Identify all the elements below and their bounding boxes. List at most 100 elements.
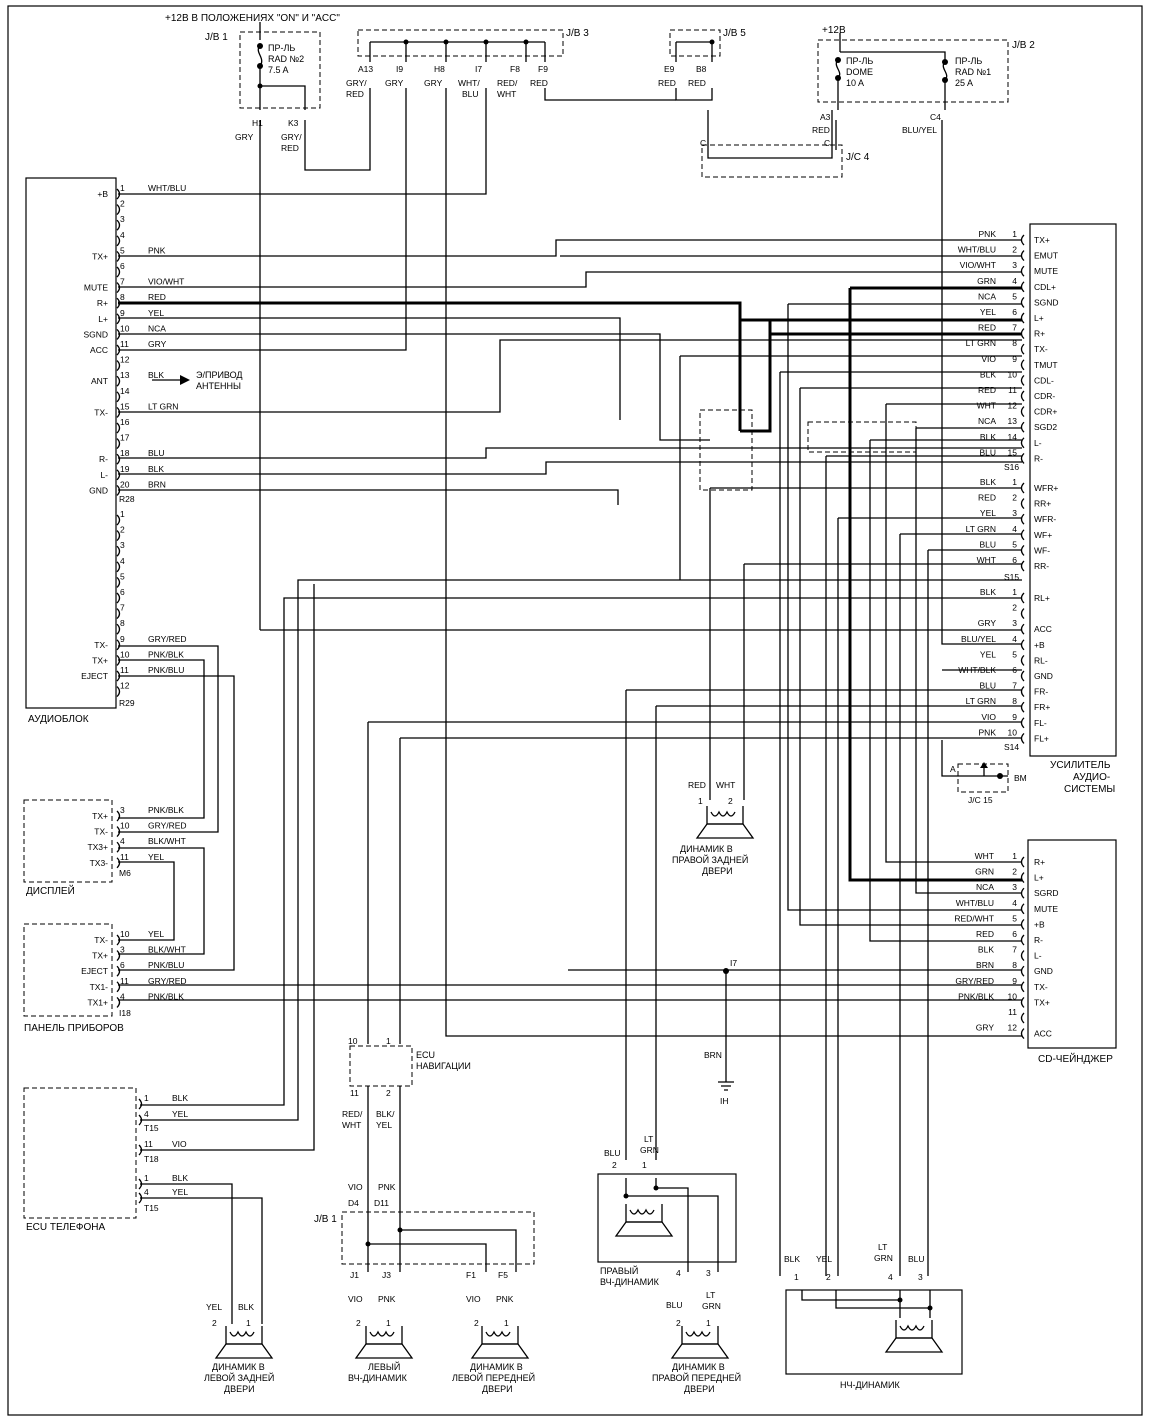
svg-text:E9: E9 bbox=[664, 64, 675, 74]
cd-pin-function: +B bbox=[1034, 919, 1045, 929]
svg-text:10 A: 10 A bbox=[846, 78, 864, 88]
connector-pin bbox=[116, 592, 121, 604]
connector-pin bbox=[116, 235, 121, 247]
jb1-lower-label: J/B 1 bbox=[314, 1214, 337, 1225]
connector-pin bbox=[1020, 390, 1025, 402]
svg-text:YEL: YEL bbox=[816, 1254, 832, 1264]
audio-pin-function: TX+ bbox=[92, 655, 108, 665]
jb5-label: J/B 5 bbox=[723, 28, 746, 39]
svg-text:BLK/: BLK/ bbox=[376, 1109, 395, 1119]
amp-pin-function: FR- bbox=[1034, 687, 1048, 697]
connector-pin bbox=[116, 639, 121, 651]
svg-text:WHT: WHT bbox=[342, 1120, 361, 1130]
svg-text:RED: RED bbox=[812, 125, 830, 135]
cd-wire-color: GRN bbox=[975, 867, 994, 877]
audio-pin-function: TX+ bbox=[92, 251, 108, 261]
audio-pin-number: 5 bbox=[120, 245, 125, 255]
svg-text:1: 1 bbox=[698, 796, 703, 806]
amp-wire-color: BLU bbox=[979, 681, 996, 691]
svg-text:LT: LT bbox=[706, 1290, 715, 1300]
svg-text:GRY/: GRY/ bbox=[281, 132, 302, 142]
pin-function: TX1- bbox=[90, 982, 109, 992]
phone-wire-color: YEL bbox=[172, 1109, 188, 1119]
amp-wire-color: LT GRN bbox=[966, 338, 996, 348]
speaker-woofer bbox=[884, 1320, 944, 1353]
amp-wire-color: YEL bbox=[980, 508, 996, 518]
connector-pin bbox=[1020, 670, 1025, 682]
connector-pin bbox=[1020, 950, 1025, 962]
cd-pin-function: L+ bbox=[1034, 873, 1044, 883]
audio-wire-color: GRY/RED bbox=[148, 634, 187, 644]
cd-pin-function: TX+ bbox=[1034, 997, 1050, 1007]
jb1-lower-box bbox=[341, 1211, 535, 1265]
svg-text:WHT/: WHT/ bbox=[458, 78, 480, 88]
svg-text:RED: RED bbox=[346, 89, 364, 99]
phone-wire-color: BLK bbox=[172, 1093, 188, 1103]
amp-pin-function: L- bbox=[1034, 438, 1042, 448]
svg-text:ДВЕРИ: ДВЕРИ bbox=[224, 1384, 255, 1394]
display-box bbox=[23, 799, 113, 883]
cd-changer-name: CD-ЧЕЙНДЖЕР bbox=[1038, 1052, 1113, 1065]
connector-pin bbox=[116, 981, 121, 993]
amp-wire-color: WHT bbox=[977, 555, 996, 565]
amp-pin-function: R+ bbox=[1034, 329, 1045, 339]
cd-wire-color: BLK bbox=[978, 945, 994, 955]
audio-unit-box bbox=[25, 177, 117, 709]
audio-wire-color: LT GRN bbox=[148, 401, 178, 411]
amp-pin-number: 2 bbox=[1012, 493, 1017, 503]
audio-pin-number: 8 bbox=[120, 618, 125, 628]
pin-function: TX- bbox=[94, 935, 108, 945]
cd-pin-number: 4 bbox=[1012, 898, 1017, 908]
audio-pin-function: R- bbox=[99, 454, 108, 464]
svg-text:RAD №1: RAD №1 bbox=[955, 67, 991, 77]
svg-text:IH: IH bbox=[720, 1096, 729, 1106]
amp-pin-number: 14 bbox=[1008, 432, 1018, 442]
amp-wire-color: YEL bbox=[980, 307, 996, 317]
connector-pin bbox=[1020, 654, 1025, 666]
amp-wire-color: NCA bbox=[978, 291, 996, 301]
audio-pin-number: 7 bbox=[120, 603, 125, 613]
connector-pin bbox=[1020, 452, 1025, 464]
audio-pin-number: 9 bbox=[120, 308, 125, 318]
svg-text:BLU: BLU bbox=[666, 1300, 683, 1310]
svg-text:VIO: VIO bbox=[348, 1294, 363, 1304]
audio-pin-function: +B bbox=[97, 189, 108, 199]
audio-pin-function: R+ bbox=[97, 298, 108, 308]
amp-pin-number: 5 bbox=[1012, 649, 1017, 659]
svg-text:ПРАВОЙ ПЕРЕДНЕЙ: ПРАВОЙ ПЕРЕДНЕЙ bbox=[652, 1372, 741, 1383]
connector-pin bbox=[1020, 513, 1025, 525]
amp-wire-color: VIO bbox=[981, 354, 996, 364]
svg-text:PNK: PNK bbox=[378, 1294, 396, 1304]
svg-text:R28: R28 bbox=[119, 494, 135, 504]
svg-text:S14: S14 bbox=[1004, 742, 1019, 752]
cd-wire-color: BRN bbox=[976, 960, 994, 970]
panel-box bbox=[23, 923, 113, 1017]
audio-pin-number: 12 bbox=[120, 681, 130, 691]
svg-text:RED: RED bbox=[688, 78, 706, 88]
audio-pin-number: 19 bbox=[120, 464, 130, 474]
connector-pin bbox=[116, 313, 121, 325]
nav-ecu-name-2: НАВИГАЦИИ bbox=[416, 1061, 471, 1071]
svg-text:ВЧ-ДИНАМИК: ВЧ-ДИНАМИК bbox=[348, 1373, 408, 1383]
svg-text:RED: RED bbox=[688, 780, 706, 790]
shield-splice-2 bbox=[807, 421, 917, 453]
svg-text:ДВЕРИ: ДВЕРИ bbox=[482, 1384, 513, 1394]
audio-pin-function: L- bbox=[100, 470, 108, 480]
svg-text:BM: BM bbox=[1014, 773, 1027, 783]
svg-text:ЛЕВЫЙ: ЛЕВЫЙ bbox=[368, 1361, 400, 1372]
svg-text:3: 3 bbox=[706, 1268, 711, 1278]
amp-wire-color: BLK bbox=[980, 432, 996, 442]
antenna-arrow bbox=[180, 375, 190, 385]
audio-pin-number: 14 bbox=[120, 386, 130, 396]
nav-ecu-box bbox=[349, 1045, 413, 1087]
phone-wire-color: BLK bbox=[172, 1173, 188, 1183]
connector-pin bbox=[1020, 934, 1025, 946]
svg-text:ПРАВЫЙ: ПРАВЫЙ bbox=[600, 1265, 638, 1276]
cd-wire-color: RED bbox=[976, 929, 994, 939]
connector-pin bbox=[1020, 312, 1025, 324]
connector-pin bbox=[116, 576, 121, 588]
svg-text:1: 1 bbox=[642, 1160, 647, 1170]
svg-text:ВЧ-ДИНАМИК: ВЧ-ДИНАМИК bbox=[600, 1277, 660, 1287]
svg-text:2: 2 bbox=[826, 1272, 831, 1282]
speaker-front-left bbox=[470, 1326, 530, 1359]
